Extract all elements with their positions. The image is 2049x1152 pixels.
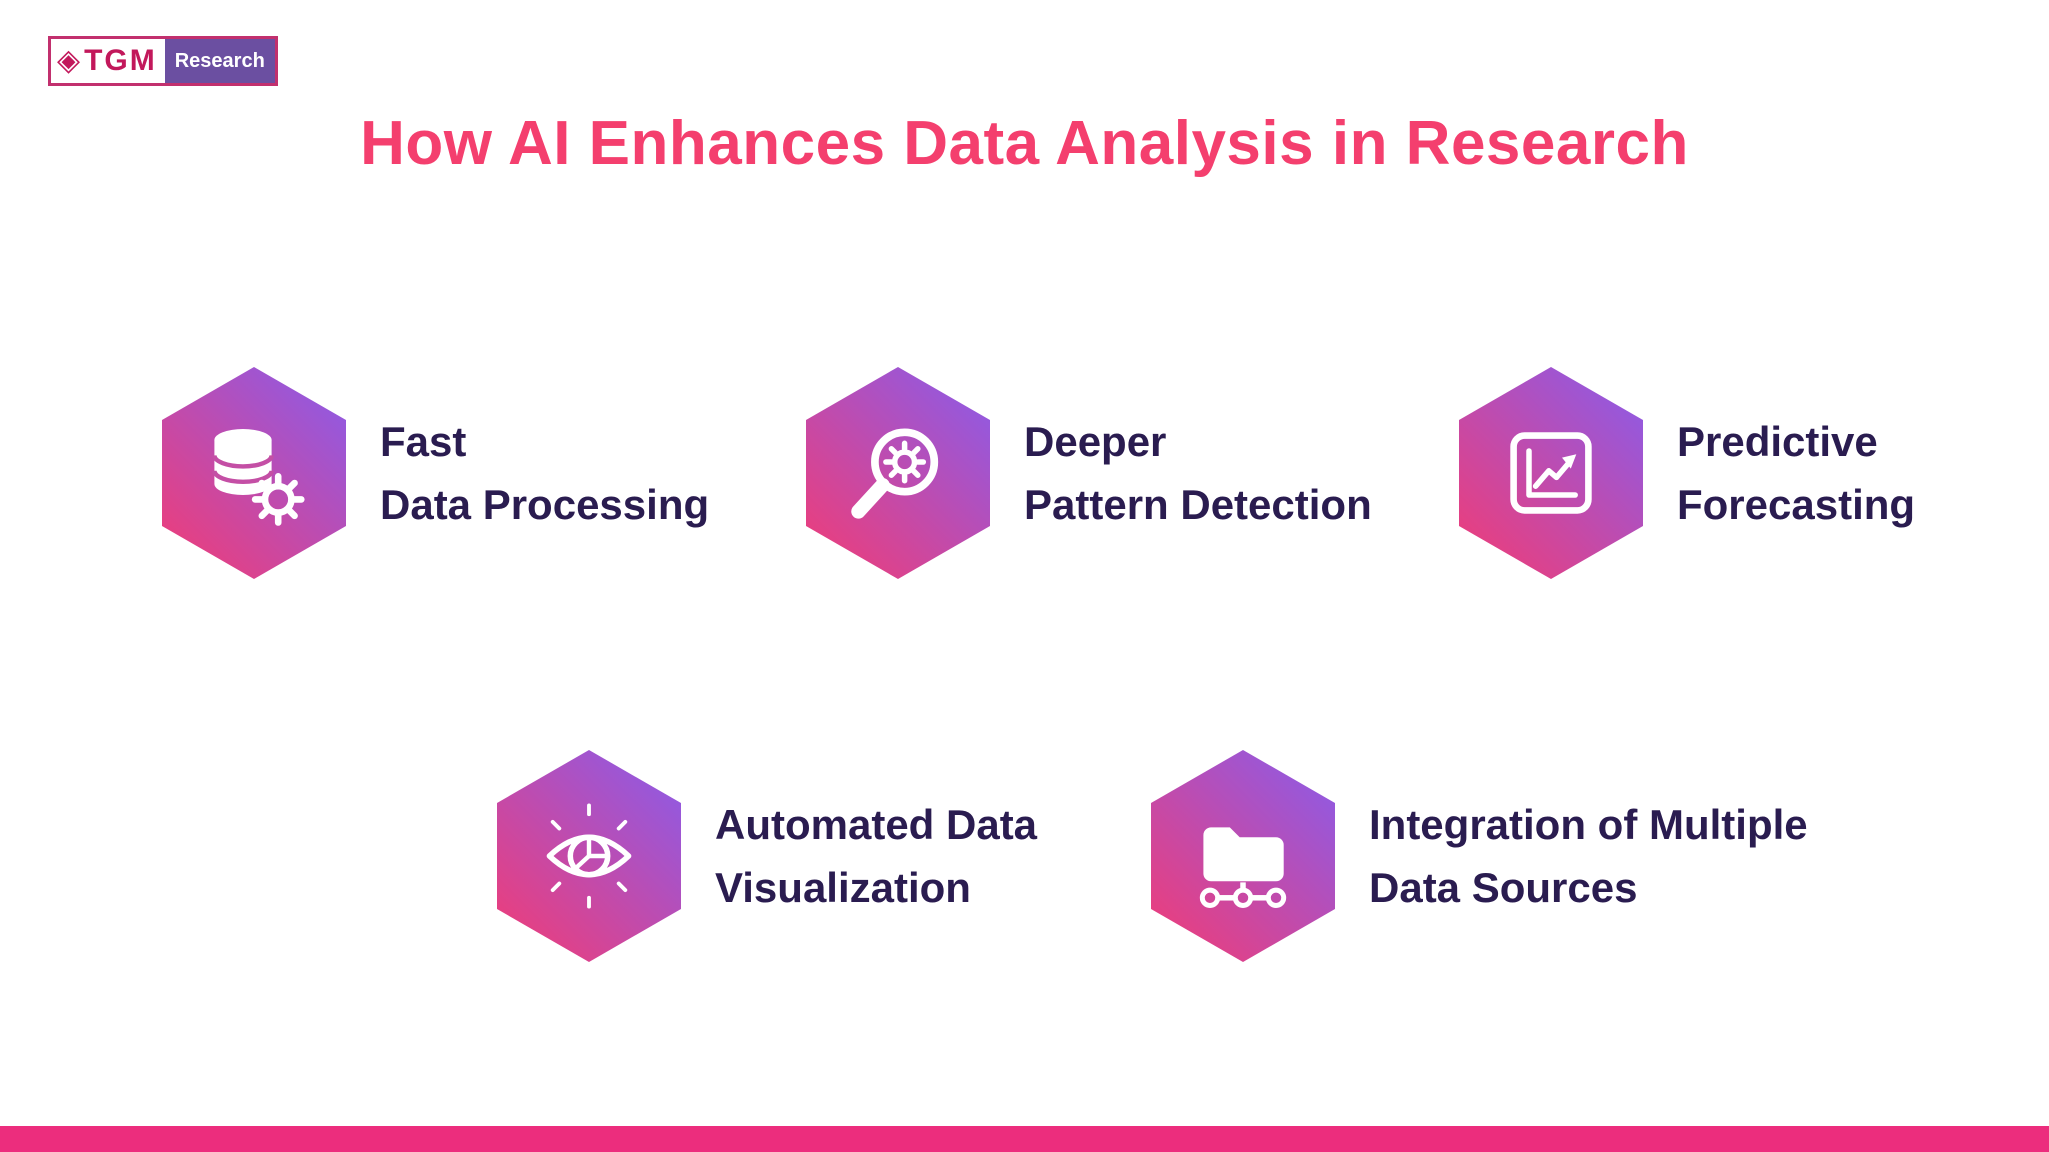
hexagon-badge: [1151, 750, 1335, 962]
tgm-research-logo: ◈ TGM Research: [48, 36, 278, 86]
feature-label-line1: Deeper: [1024, 418, 1167, 465]
feature-item-fast-data-processing: Fast Data Processing: [162, 367, 709, 579]
hexagon-badge: [162, 367, 346, 579]
chart-forecast-icon: [1510, 432, 1592, 514]
feature-label-line2: Data Sources: [1369, 864, 1638, 911]
eye-pie-chart-icon: [546, 803, 632, 909]
feature-label-line1: Predictive: [1677, 418, 1878, 465]
feature-label-line2: Pattern Detection: [1024, 481, 1372, 528]
feature-label-line1: Fast: [380, 418, 467, 465]
logo-diamond-icon: ◈: [57, 44, 81, 77]
feature-item-deeper-pattern-detection: Deeper Pattern Detection: [806, 367, 1372, 579]
feature-label-line2: Visualization: [715, 864, 971, 911]
feature-label: Fast Data Processing: [380, 410, 709, 536]
feature-item-automated-data-visualization: Automated Data Visualization: [497, 750, 1037, 962]
feature-label: Deeper Pattern Detection: [1024, 410, 1372, 536]
logo-left-section: ◈ TGM: [51, 39, 165, 83]
database-gear-icon: [212, 429, 305, 526]
hexagon-badge: [1459, 367, 1643, 579]
feature-label: Predictive Forecasting: [1677, 410, 1915, 536]
folder-network-icon: [1199, 827, 1287, 908]
feature-label: Integration of Multiple Data Sources: [1369, 793, 1808, 919]
feature-item-predictive-forecasting: Predictive Forecasting: [1459, 367, 1915, 579]
hexagon-badge: [497, 750, 681, 962]
logo-research-text: Research: [164, 39, 275, 83]
feature-label-line2: Forecasting: [1677, 481, 1916, 528]
magnifier-gear-icon: [851, 428, 939, 519]
hexagon-badge: [806, 367, 990, 579]
feature-label-line1: Automated Data: [715, 801, 1038, 848]
feature-label-line2: Data Processing: [380, 481, 710, 528]
feature-item-integration-of-multiple-data-sources: Integration of Multiple Data Sources: [1151, 750, 1808, 962]
feature-label-line1: Integration of Multiple: [1369, 801, 1808, 848]
page-title: How AI Enhances Data Analysis in Researc…: [360, 109, 1689, 178]
logo-tgm-text: TGM: [84, 44, 157, 77]
footer-accent-bar: [0, 1126, 2049, 1152]
feature-label: Automated Data Visualization: [715, 793, 1037, 919]
